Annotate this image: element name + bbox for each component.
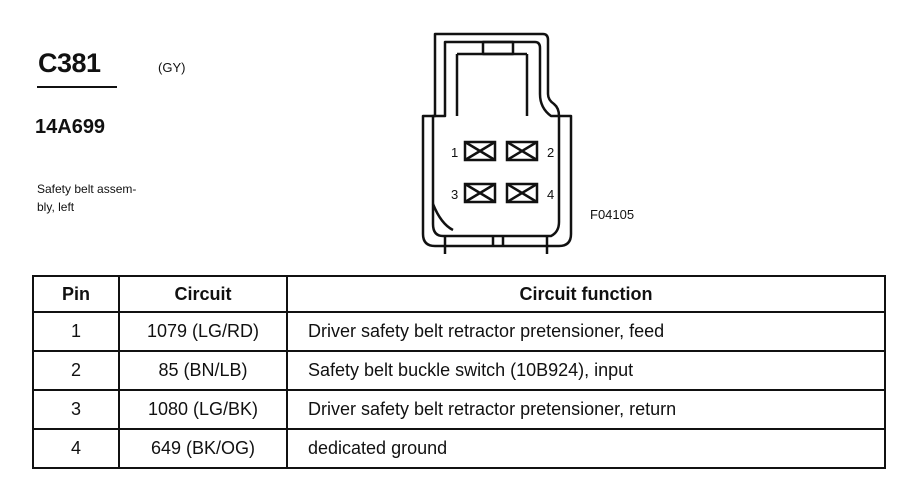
terminal-1: [463, 140, 497, 162]
cell-pin: 3: [32, 389, 120, 430]
table-row: 2 85 (BN/LB) Safety belt buckle switch (…: [32, 350, 886, 391]
figure-code: F04105: [590, 207, 635, 222]
part-number: 14A699: [35, 116, 106, 138]
terminal-2: [505, 140, 539, 162]
connector-color-code: (GY): [158, 60, 186, 75]
cell-circuit: 1080 (LG/BK): [118, 389, 288, 430]
cell-pin: 2: [32, 350, 120, 391]
cell-function: Driver safety belt retractor pretensione…: [286, 311, 886, 352]
cell-pin: 4: [32, 428, 120, 469]
pin-label-4: 4: [547, 187, 554, 202]
pin-circuit-table: Pin Circuit Circuit function 1 1079 (LG/…: [32, 275, 886, 469]
terminal-4: [505, 182, 539, 204]
pin-label-1: 1: [451, 145, 458, 160]
pin-label-2: 2: [547, 145, 554, 160]
pin-label-3: 3: [451, 187, 458, 202]
table-header-row: Pin Circuit Circuit function: [32, 275, 886, 313]
cell-circuit: 85 (BN/LB): [118, 350, 288, 391]
table-row: 4 649 (BK/OG) dedicated ground: [32, 428, 886, 469]
description-line-1: Safety belt assem-: [37, 182, 137, 196]
cell-function: dedicated ground: [286, 428, 886, 469]
header-circuit: Circuit: [118, 275, 288, 313]
connector-description: Safety belt assem- bly, left: [37, 180, 197, 216]
table-row: 3 1080 (LG/BK) Driver safety belt retrac…: [32, 389, 886, 430]
table-row: 1 1079 (LG/RD) Driver safety belt retrac…: [32, 311, 886, 352]
description-line-2: bly, left: [37, 200, 75, 214]
connector-id-underline: [37, 86, 117, 88]
cell-circuit: 649 (BK/OG): [118, 428, 288, 469]
header-pin: Pin: [32, 275, 120, 313]
cell-function: Safety belt buckle switch (10B924), inpu…: [286, 350, 886, 391]
terminal-3: [463, 182, 497, 204]
latch-tab: [481, 40, 515, 56]
header-circuit-function: Circuit function: [286, 275, 886, 313]
cell-pin: 1: [32, 311, 120, 352]
cell-circuit: 1079 (LG/RD): [118, 311, 288, 352]
connector-face-diagram: 1 2 3 4: [421, 32, 573, 254]
connector-id: C381: [38, 48, 101, 78]
housing-inner: [431, 40, 561, 238]
housing-outer: [421, 32, 573, 248]
cell-function: Driver safety belt retractor pretensione…: [286, 389, 886, 430]
